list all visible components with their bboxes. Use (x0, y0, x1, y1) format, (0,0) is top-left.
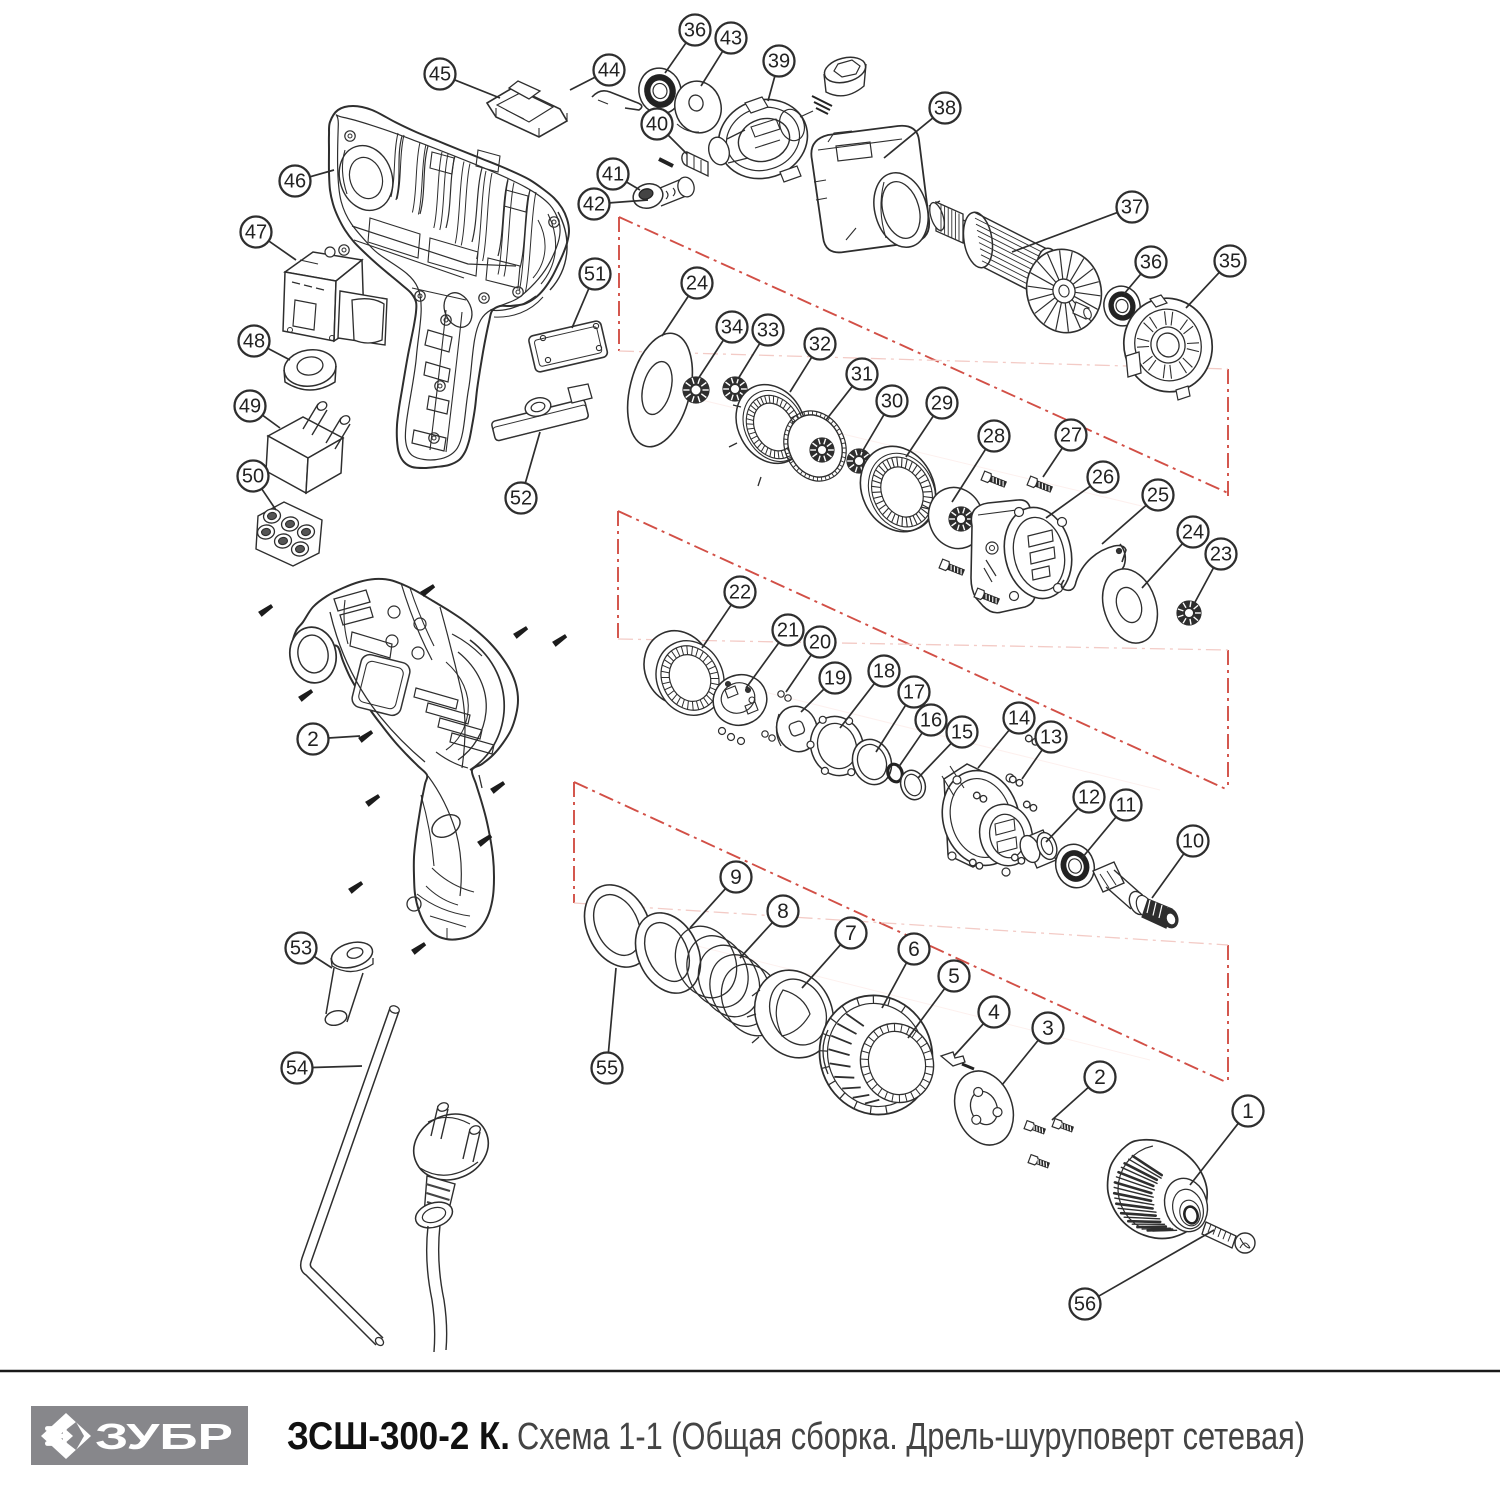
svg-text:6: 6 (908, 938, 920, 961)
svg-text:8: 8 (777, 900, 789, 923)
svg-text:52: 52 (510, 488, 532, 510)
svg-text:3: 3 (1042, 1017, 1054, 1040)
svg-text:40: 40 (646, 114, 668, 136)
svg-text:22: 22 (729, 582, 751, 604)
svg-text:18: 18 (873, 661, 895, 683)
svg-text:Схема 1-1 (Общая сборка. Дрель: Схема 1-1 (Общая сборка. Дрель-шуруповер… (517, 1416, 1305, 1458)
svg-text:23: 23 (1210, 544, 1232, 566)
svg-text:15: 15 (951, 722, 973, 744)
svg-text:4: 4 (988, 1001, 1000, 1024)
svg-text:1: 1 (1242, 1100, 1254, 1123)
svg-text:48: 48 (243, 331, 265, 353)
svg-text:16: 16 (920, 710, 942, 732)
svg-text:39: 39 (768, 51, 790, 73)
svg-text:21: 21 (777, 620, 799, 642)
svg-text:ЗСШ-300-2 К.: ЗСШ-300-2 К. (287, 1415, 510, 1458)
svg-text:50: 50 (242, 466, 264, 488)
svg-text:5: 5 (948, 965, 960, 988)
svg-text:33: 33 (757, 320, 779, 342)
svg-text:30: 30 (881, 391, 903, 413)
svg-text:51: 51 (584, 264, 606, 286)
svg-text:ЗУБР: ЗУБР (95, 1416, 233, 1457)
svg-text:26: 26 (1092, 467, 1114, 489)
svg-text:12: 12 (1078, 787, 1100, 809)
svg-text:45: 45 (429, 64, 451, 86)
svg-text:7: 7 (845, 922, 857, 945)
svg-text:38: 38 (934, 98, 956, 120)
svg-text:36: 36 (684, 20, 706, 42)
svg-text:17: 17 (903, 682, 925, 704)
svg-text:54: 54 (286, 1058, 308, 1080)
svg-text:43: 43 (720, 28, 742, 50)
svg-text:19: 19 (824, 668, 846, 690)
svg-text:2: 2 (307, 728, 319, 751)
svg-text:34: 34 (721, 317, 743, 339)
svg-text:41: 41 (602, 164, 624, 186)
svg-text:55: 55 (596, 1058, 618, 1080)
svg-text:35: 35 (1219, 251, 1241, 273)
svg-text:46: 46 (284, 171, 306, 193)
svg-text:53: 53 (290, 938, 312, 960)
svg-text:10: 10 (1182, 831, 1204, 853)
svg-text:24: 24 (686, 273, 708, 295)
svg-text:27: 27 (1060, 425, 1082, 447)
svg-text:24: 24 (1182, 522, 1204, 544)
svg-text:14: 14 (1008, 708, 1030, 730)
svg-text:42: 42 (583, 194, 605, 216)
svg-text:2: 2 (1094, 1066, 1106, 1089)
svg-text:56: 56 (1074, 1294, 1096, 1316)
svg-text:29: 29 (931, 393, 953, 415)
svg-text:13: 13 (1040, 727, 1062, 749)
svg-text:25: 25 (1147, 485, 1169, 507)
svg-text:36: 36 (1140, 252, 1162, 274)
svg-text:20: 20 (809, 632, 831, 654)
svg-text:9: 9 (730, 866, 742, 889)
svg-text:32: 32 (809, 334, 831, 356)
svg-text:44: 44 (598, 60, 620, 82)
svg-text:11: 11 (1116, 795, 1137, 817)
svg-text:28: 28 (983, 426, 1005, 448)
svg-text:49: 49 (239, 396, 261, 418)
svg-text:31: 31 (851, 364, 873, 386)
svg-text:37: 37 (1121, 197, 1143, 219)
svg-text:47: 47 (245, 222, 267, 244)
